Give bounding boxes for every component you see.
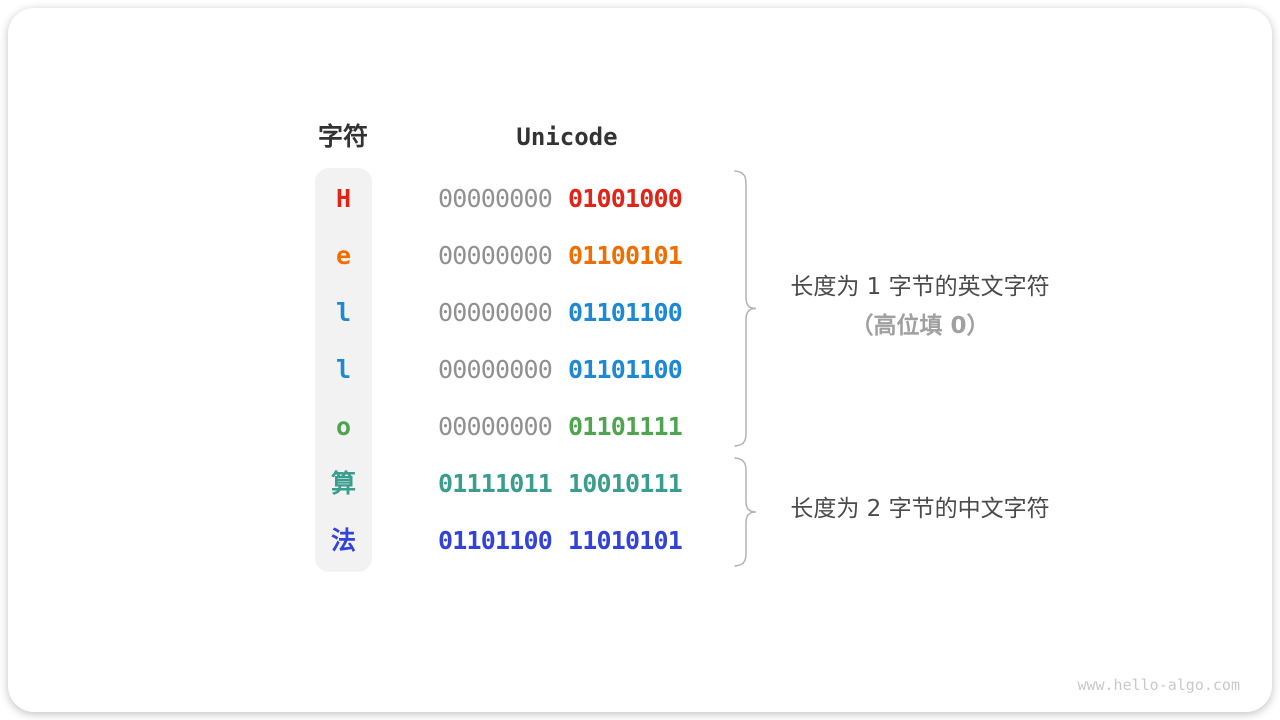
table-row: l 00000000 01101100	[315, 285, 755, 341]
character-cell: e	[335, 241, 352, 270]
character-cell: l	[335, 355, 352, 384]
diagram-card: 字符 Unicode H 00000000 01001000 e 00000000…	[8, 8, 1272, 712]
unicode-low-byte: 10010111	[568, 469, 683, 498]
unicode-low-byte: 01100101	[568, 241, 683, 270]
table-row: H 00000000 01001000	[315, 171, 755, 227]
table-row: l 00000000 01101100	[315, 342, 755, 398]
annotation-english-chars: 长度为 1 字节的英文字符 （高位填 0）	[780, 272, 1060, 341]
unicode-low-byte: 01101100	[568, 355, 683, 384]
character-column-background	[315, 168, 372, 572]
annotation-subline: （高位填 0）	[850, 313, 990, 339]
annotation-line: 长度为 1 字节的英文字符	[790, 274, 1050, 300]
unicode-high-byte: 01111011	[438, 469, 553, 498]
unicode-high-byte: 00000000	[438, 412, 553, 441]
character-cell: 算	[330, 469, 356, 498]
unicode-high-byte: 00000000	[438, 355, 553, 384]
brace-english-group	[734, 170, 757, 447]
annotation-chinese-chars: 长度为 2 字节的中文字符	[780, 494, 1060, 524]
column-header-character: 字符	[317, 122, 368, 151]
unicode-low-byte: 01001000	[568, 184, 683, 213]
unicode-high-byte: 00000000	[438, 298, 553, 327]
unicode-low-byte: 11010101	[568, 526, 683, 555]
table-row: o 00000000 01101111	[315, 399, 755, 455]
annotation-line: 长度为 2 字节的中文字符	[790, 496, 1050, 522]
watermark: www.hello-algo.com	[1077, 676, 1240, 694]
character-cell: 法	[330, 526, 356, 555]
unicode-high-byte: 01101100	[438, 526, 553, 555]
table-row: 法 01101100 11010101	[315, 513, 755, 569]
table-row: 算 01111011 10010111	[315, 456, 755, 512]
unicode-high-byte: 00000000	[438, 241, 553, 270]
character-cell: o	[335, 412, 352, 441]
column-header-unicode: Unicode	[516, 123, 618, 151]
table-row: e 00000000 01100101	[315, 228, 755, 284]
brace-chinese-group	[734, 457, 757, 567]
character-cell: H	[335, 184, 352, 213]
character-cell: l	[335, 298, 352, 327]
unicode-low-byte: 01101100	[568, 298, 683, 327]
unicode-low-byte: 01101111	[568, 412, 683, 441]
unicode-high-byte: 00000000	[438, 184, 553, 213]
